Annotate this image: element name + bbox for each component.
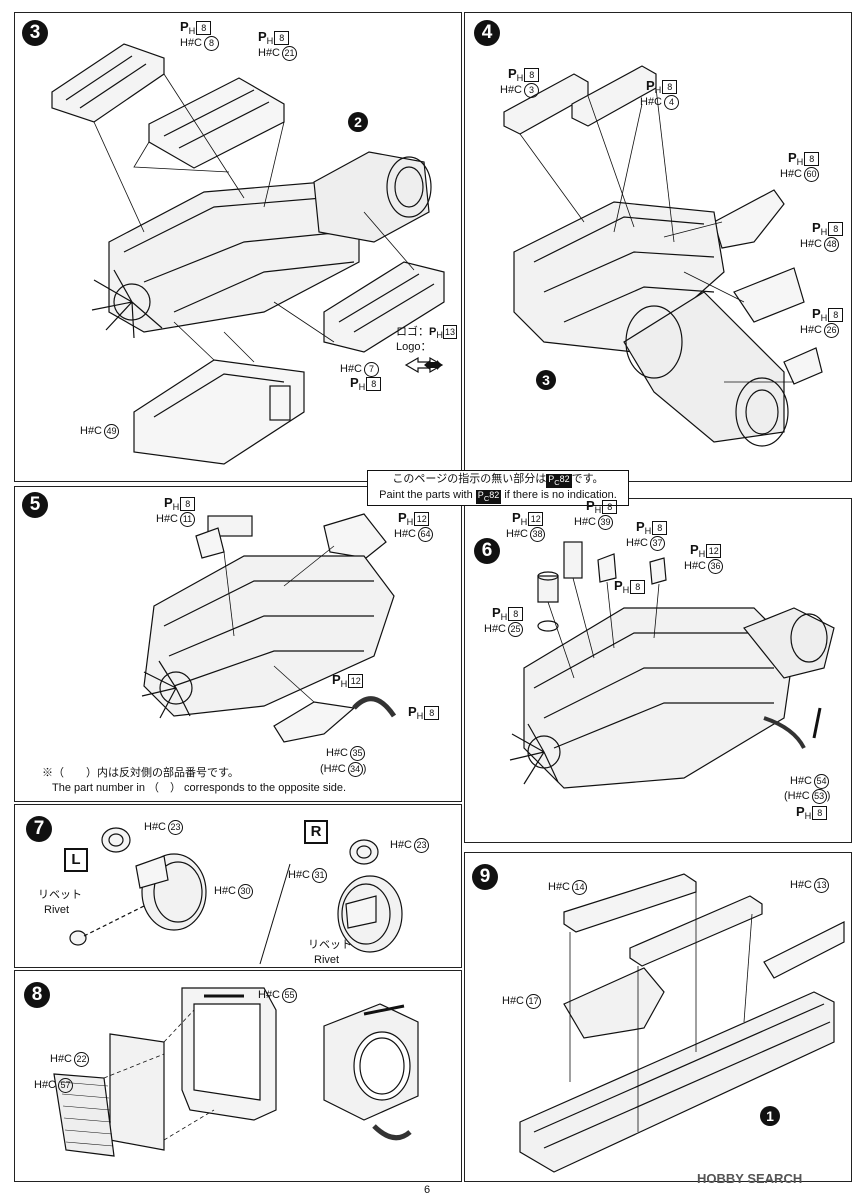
step-4-panel xyxy=(464,12,852,482)
step-6-panel xyxy=(464,498,852,843)
step-number: 7 xyxy=(26,816,52,842)
watermark-logo: HOBBY SEARCH xyxy=(697,1171,803,1186)
step-3-engine-drawing xyxy=(51,43,445,465)
paint-code: PC82 xyxy=(475,489,502,504)
page-number: 6 xyxy=(424,1184,431,1196)
step-number: 8 xyxy=(24,982,50,1008)
step-7-panel xyxy=(14,804,462,968)
step-7-housing-drawing xyxy=(69,827,403,965)
step-9-panel xyxy=(464,852,852,1182)
step-number: 3 xyxy=(22,20,48,46)
step-number: 5 xyxy=(22,492,48,518)
left-side-marker: L xyxy=(64,848,88,872)
sub-assembly-marker: 1 xyxy=(760,1106,780,1126)
sub-assembly-marker: 3 xyxy=(536,370,556,390)
rivet-label-en: Rivet xyxy=(44,904,70,916)
rivet-label-jp: リベット xyxy=(38,889,82,901)
step-number: 6 xyxy=(474,538,500,564)
rivet-label-jp: リベット xyxy=(308,939,352,951)
step-5-engine-drawing xyxy=(141,513,397,743)
step-number: 9 xyxy=(472,864,498,890)
rivet-label-en: Rivet xyxy=(314,954,340,966)
paint-code: PC82 xyxy=(546,474,572,488)
step-5-panel xyxy=(14,486,462,802)
opposite-side-note-jp: ※（ ）内は反対側の部品番号です。 xyxy=(42,767,239,779)
opposite-side-note-en: The part number in （ ） corresponds to th… xyxy=(52,782,347,794)
right-side-marker: R xyxy=(304,820,328,844)
step-8-panel xyxy=(14,970,462,1182)
step-3-panel xyxy=(14,12,462,482)
step-8-radiator-drawing xyxy=(53,987,419,1157)
paint-note-en: Paint the parts with PC82 if there is no… xyxy=(379,488,617,504)
step-4-engine-drawing xyxy=(503,65,823,447)
logo-label-en: Logo： xyxy=(396,341,432,353)
double-arrow-icon xyxy=(404,356,444,374)
sub-assembly-marker: 2 xyxy=(348,112,368,132)
step-number: 4 xyxy=(474,20,500,46)
step-9-chassis-drawing xyxy=(519,873,845,1173)
step-6-engine-drawing xyxy=(509,541,835,789)
